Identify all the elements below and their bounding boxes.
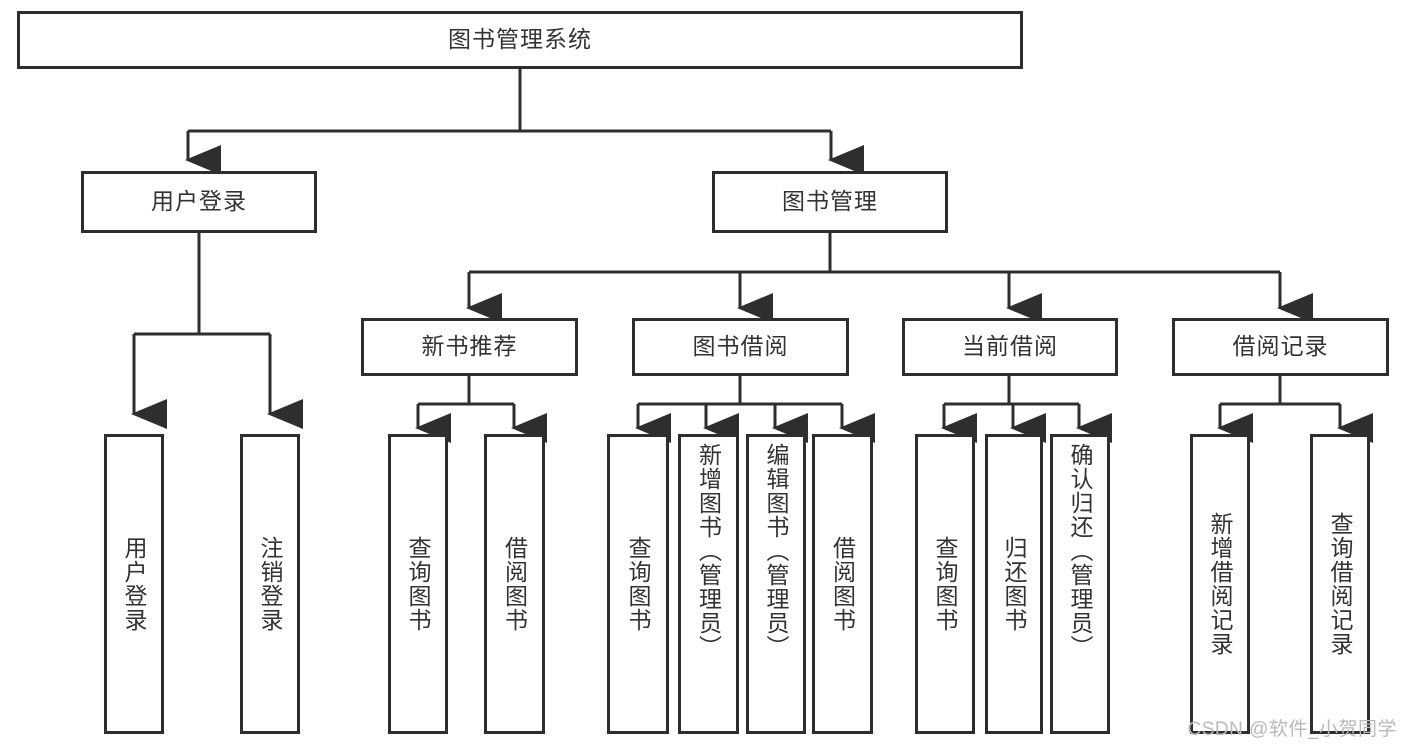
leaf-label: 查询借阅记录 — [1327, 512, 1354, 656]
node-label: 图书管理系统 — [448, 26, 592, 53]
leaf-logout[interactable]: 注销登录 — [240, 434, 300, 734]
node-user-login[interactable]: 用户登录 — [81, 171, 317, 233]
node-root-system[interactable]: 图书管理系统 — [17, 11, 1023, 69]
node-label: 新书推荐 — [421, 333, 518, 360]
watermark-text: CSDN @软件_小贺同学 — [1187, 719, 1397, 740]
leaf-label: 新增借阅记录 — [1207, 512, 1234, 656]
leaf-add-borrow-record[interactable]: 新增借阅记录 — [1190, 434, 1250, 734]
leaf-label: 新增图书（管理员） — [695, 443, 722, 659]
leaf-label: 借阅图书 — [829, 536, 856, 632]
leaf-edit-book-admin[interactable]: 编辑图书（管理员） — [746, 434, 806, 734]
leaf-query-borrow-record[interactable]: 查询借阅记录 — [1310, 434, 1370, 734]
leaf-label: 查询图书 — [625, 536, 652, 632]
node-label: 图书借阅 — [692, 333, 789, 360]
node-label: 图书管理 — [782, 188, 878, 215]
leaf-label: 确认归还（管理员） — [1067, 443, 1094, 659]
leaf-label: 查询图书 — [405, 536, 432, 632]
leaf-borrow-book[interactable]: 借阅图书 — [812, 434, 873, 734]
node-label: 当前借阅 — [962, 333, 1058, 360]
leaf-return-book[interactable]: 归还图书 — [985, 434, 1043, 734]
node-label: 借阅记录 — [1232, 333, 1329, 360]
leaf-borrow-book-recommend[interactable]: 借阅图书 — [484, 434, 545, 734]
leaf-query-book-current[interactable]: 查询图书 — [915, 434, 975, 734]
node-book-management[interactable]: 图书管理 — [712, 171, 948, 233]
leaf-user-login[interactable]: 用户登录 — [104, 434, 164, 734]
leaf-query-book-borrow[interactable]: 查询图书 — [607, 434, 669, 734]
leaf-label: 归还图书 — [1001, 536, 1028, 632]
leaf-add-book-admin[interactable]: 新增图书（管理员） — [678, 434, 739, 734]
leaf-query-book-recommend[interactable]: 查询图书 — [388, 434, 448, 734]
node-current-borrow[interactable]: 当前借阅 — [902, 318, 1118, 376]
leaf-confirm-return-admin[interactable]: 确认归还（管理员） — [1050, 434, 1110, 734]
node-borrow-record[interactable]: 借阅记录 — [1172, 318, 1389, 376]
leaf-label: 用户登录 — [121, 536, 148, 632]
leaf-label: 查询图书 — [932, 536, 959, 632]
leaf-label: 注销登录 — [257, 536, 284, 632]
node-label: 用户登录 — [151, 188, 247, 215]
leaf-label: 编辑图书（管理员） — [763, 443, 790, 659]
node-new-book-recommend[interactable]: 新书推荐 — [361, 318, 578, 376]
node-book-borrow[interactable]: 图书借阅 — [632, 318, 849, 376]
leaf-label: 借阅图书 — [501, 536, 528, 632]
